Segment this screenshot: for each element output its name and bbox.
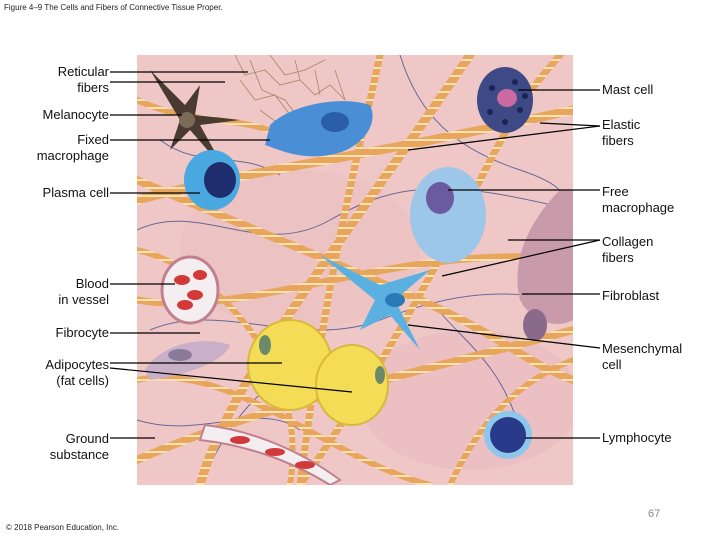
- label-plasma-cell: Plasma cell: [42, 185, 109, 200]
- figure-caption: Figure 4–9 The Cells and Fibers of Conne…: [4, 3, 223, 12]
- free-macrophage: [410, 167, 486, 263]
- copyright-notice: © 2018 Pearson Education, Inc.: [6, 523, 120, 532]
- fibrocyte: [145, 341, 230, 380]
- lymphocyte: [484, 411, 532, 459]
- label-fibrocyte: Fibrocyte: [55, 325, 109, 340]
- leader-lines: [109, 71, 601, 439]
- label-lymphocyte: Lymphocyte: [602, 430, 672, 445]
- page-number: 67: [648, 508, 661, 520]
- melanocyte: [150, 70, 240, 170]
- label-melanocyte: Melanocyte: [42, 107, 109, 122]
- fibroblast: [517, 190, 573, 341]
- label-mast-cell: Mast cell: [602, 82, 654, 97]
- mast-cell: [477, 67, 533, 133]
- capillary: [198, 423, 342, 485]
- label-adipocytes: Adipocytes(fat cells): [45, 357, 109, 388]
- plasma-cell: [184, 150, 240, 210]
- blood-vessel: [160, 255, 220, 325]
- mesenchymal-cell: [320, 255, 430, 350]
- fixed-macrophage: [265, 101, 373, 157]
- label-fibroblast: Fibroblast: [602, 288, 660, 303]
